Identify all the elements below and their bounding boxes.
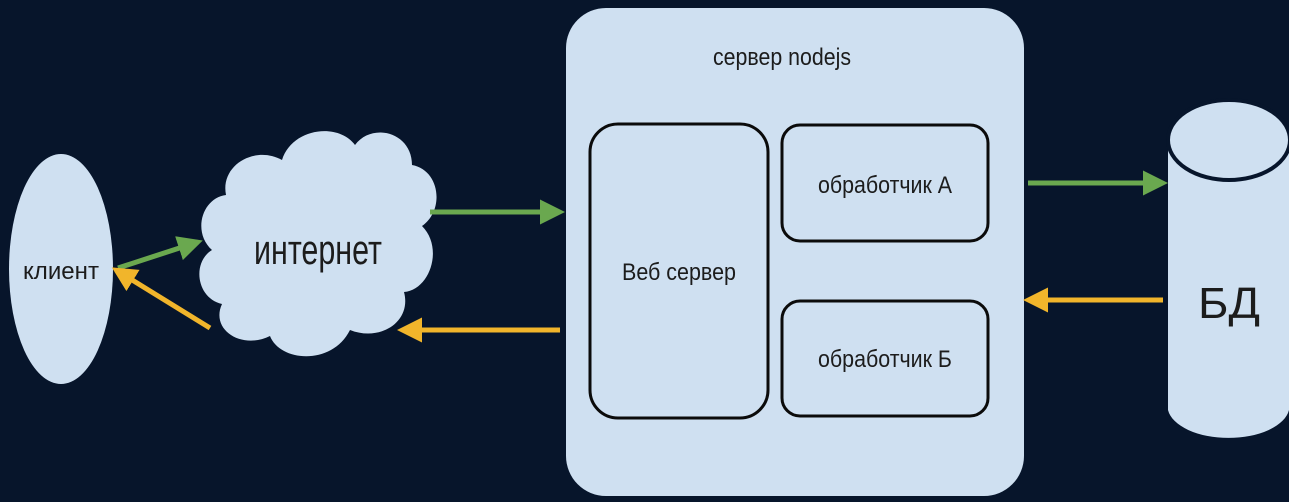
web-server-label: Веб сервер	[622, 259, 736, 286]
handler-b-box	[780, 299, 990, 418]
handler-a-label: обработчик А	[818, 172, 952, 199]
database-cylinder	[1166, 98, 1289, 438]
database-body	[1168, 140, 1289, 438]
client-label: клиент	[23, 258, 99, 285]
internet-cloud	[199, 131, 437, 357]
handler-b-label: обработчик Б	[818, 346, 952, 373]
internet-label: интернет	[254, 226, 382, 273]
web-server-box	[588, 122, 770, 420]
database-label: БД	[1198, 279, 1260, 328]
arrow-client-to-internet	[117, 236, 203, 271]
arrow-internet-to-client	[111, 267, 212, 331]
client-node	[9, 154, 113, 384]
database-top	[1166, 98, 1289, 182]
server-title: сервер nodejs	[713, 44, 851, 71]
handler-a-box	[780, 123, 990, 243]
